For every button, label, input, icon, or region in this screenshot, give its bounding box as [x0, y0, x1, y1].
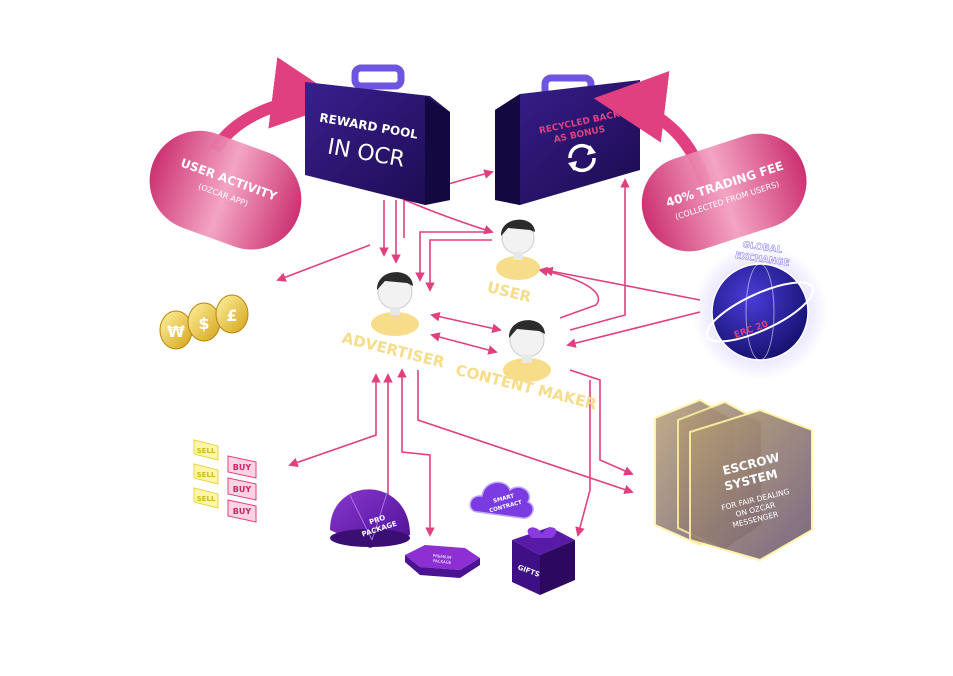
arrow-advertiser-to-trade [288, 373, 381, 468]
buy-button-3: BUY [227, 499, 257, 523]
premium-package-line1: PREMIUM [433, 553, 453, 560]
smart-contract-cloud: SMART CONTRACT [469, 481, 534, 519]
buy-button-2: BUY [227, 477, 257, 501]
arrow-content-to-recycle [569, 178, 630, 331]
arrow-user-to-advertiser [425, 239, 492, 292]
svg-text:BUY: BUY [233, 485, 252, 494]
svg-text:SELL: SELL [197, 495, 216, 503]
gift-bow-icon [527, 527, 557, 538]
escrow-system: ESCROW SYSTEM FOR FAIR DEALING ON OZCAR … [654, 398, 813, 562]
advertiser-figure [371, 272, 419, 336]
sell-button-3: SELL [193, 487, 219, 509]
reward-pool-briefcase: REWARD POOL IN OCR [305, 64, 450, 205]
arrow-exchange-to-user [543, 266, 701, 301]
smart-contract-line1: SMART [493, 493, 515, 504]
arrow-advertiser-content-2 [430, 332, 498, 355]
arrow-pool-to-user [404, 199, 494, 235]
premium-package-line2: PACKAGE [433, 558, 452, 565]
svg-text:£: £ [226, 306, 237, 325]
svg-text:BUY: BUY [233, 463, 252, 472]
premium-package-hexagon: PREMIUM PACKAGE [405, 545, 480, 578]
svg-text:$: $ [198, 314, 209, 333]
sell-button-2: SELL [193, 463, 219, 485]
arrow-advertiser-to-coins [276, 244, 371, 282]
arrow-advertiser-to-premium [397, 368, 435, 537]
svg-text:SELL: SELL [197, 447, 216, 455]
recycled-briefcase: RECYCLED BACK AS BONUS [495, 71, 711, 205]
sell-button-1: SELL [193, 439, 219, 461]
svg-text:BUY: BUY [233, 507, 252, 516]
arrow-user-to-advertiser-2 [415, 231, 492, 282]
coin-dollar-icon: $ [187, 302, 221, 342]
flow-arrows [276, 169, 701, 537]
svg-text:₩: ₩ [167, 322, 185, 341]
role-user-label: USER [485, 278, 533, 306]
gifts-box: GIFTS [512, 527, 575, 595]
arrow-exchange-to-content [566, 311, 701, 348]
coin-won-icon: ₩ [159, 310, 193, 350]
recycle-icon [568, 143, 596, 173]
arrow-advertiser-content [430, 311, 502, 334]
arrow-content-to-gifts [575, 380, 591, 537]
arrow-content-to-escrow [569, 369, 634, 476]
user-figure [496, 219, 540, 280]
coin-pound-icon: £ [215, 294, 249, 334]
globe-icon [711, 263, 809, 361]
global-exchange: GLOBAL EXCHANGE ERC 20 [692, 240, 828, 380]
buy-button-1: BUY [227, 455, 257, 479]
pro-package-dome: PRO PACKAGE [330, 489, 410, 548]
svg-text:SELL: SELL [197, 471, 216, 479]
arrow-user-to-content [538, 266, 600, 319]
content-maker-figure [503, 320, 551, 382]
user-activity-pill: USER ACTIVITY (OZCAR APP) [149, 57, 345, 250]
currency-coins: ₩ $ £ [159, 294, 249, 350]
trade-buttons: SELL SELL SELL BUY BUY BUY [193, 439, 257, 523]
trading-fee-pill: 40% TRADING FEE (COLLECTED FROM USERS) [641, 133, 807, 252]
